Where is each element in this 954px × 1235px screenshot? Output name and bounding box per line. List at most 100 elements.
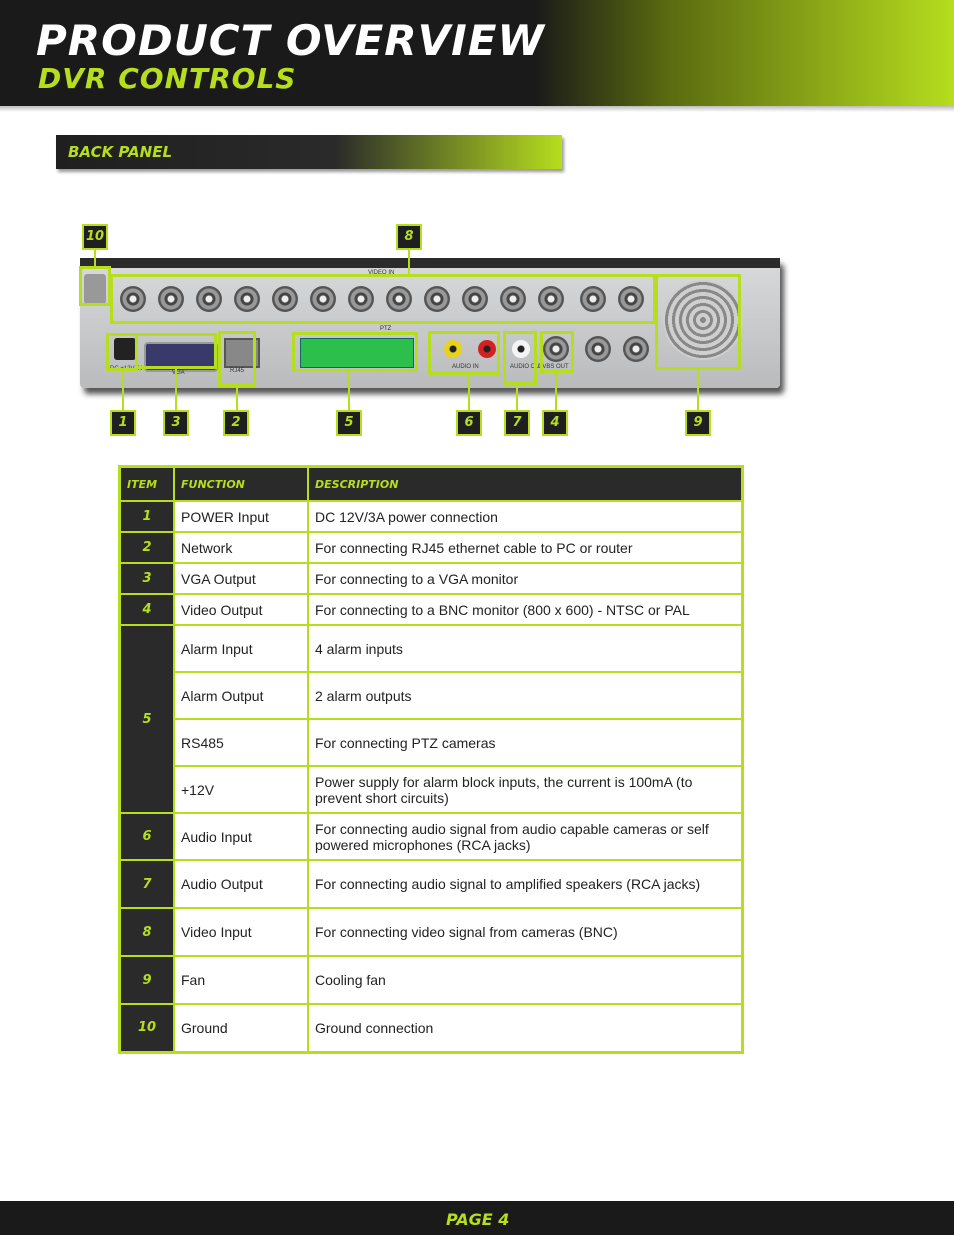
function-cell: Video Input: [173, 907, 309, 957]
section-heading: BACK PANEL: [56, 135, 562, 169]
bnc-connector: [462, 286, 488, 312]
highlight-vga: [135, 333, 217, 369]
leader-line: [122, 370, 124, 410]
description-cell: For connecting video signal from cameras…: [307, 907, 744, 957]
page-footer: PAGE 4: [0, 1201, 954, 1235]
function-cell: Video Output: [173, 593, 309, 626]
function-cell: Audio Output: [173, 859, 309, 909]
callout-9: 9: [685, 410, 711, 436]
highlight-ground: [79, 266, 111, 306]
highlight-audio-in: [428, 331, 500, 375]
item-number: 7: [118, 859, 175, 909]
callout-4: 4: [542, 410, 568, 436]
vga-label: VGA: [172, 370, 185, 376]
bnc-out-connector: [543, 336, 569, 362]
table-row: Alarm Output 2 alarm outputs: [120, 671, 744, 720]
chassis-top-strip: [80, 258, 780, 268]
table-row: 6 Audio Input For connecting audio signa…: [118, 812, 744, 861]
header-description: DESCRIPTION: [307, 465, 744, 502]
leader-line: [468, 374, 470, 410]
item-number: 8: [118, 907, 175, 957]
bnc-connector: [580, 286, 606, 312]
leader-line: [408, 250, 410, 276]
bnc-connector: [234, 286, 260, 312]
bnc-connector: [310, 286, 336, 312]
bnc-connector: [623, 336, 649, 362]
description-cell: Cooling fan: [307, 955, 744, 1005]
header-function: FUNCTION: [173, 465, 309, 502]
item-number: 2: [118, 531, 175, 564]
leader-line: [348, 371, 350, 410]
description-cell: For connecting audio signal to amplified…: [307, 859, 744, 909]
audio-in-jack: [478, 340, 496, 358]
leader-line: [555, 372, 557, 410]
table-row: 4 Video Output For connecting to a BNC m…: [118, 593, 744, 626]
dc-jack: [114, 338, 136, 360]
page-subtitle: DVR CONTROLS: [38, 62, 297, 95]
callout-7: 7: [504, 410, 530, 436]
function-cell: Audio Input: [173, 812, 309, 861]
table-row: 8 Video Input For connecting video signa…: [118, 907, 744, 957]
header-item: ITEM: [118, 465, 175, 502]
bnc-connector: [272, 286, 298, 312]
table-row: 2 Network For connecting RJ45 ethernet c…: [118, 531, 744, 564]
table-row: +12V Power supply for alarm block inputs…: [120, 765, 744, 814]
fan-grille: [663, 280, 743, 360]
ground-screw: [84, 274, 106, 304]
callout-5: 5: [336, 410, 362, 436]
bnc-connector: [424, 286, 450, 312]
section-title: BACK PANEL: [68, 143, 173, 161]
item-number: 9: [118, 955, 175, 1005]
leader-line: [516, 384, 518, 410]
function-cell: POWER Input: [173, 500, 309, 533]
table-row: 9 Fan Cooling fan: [118, 955, 744, 1005]
highlight-alarm-block: [292, 332, 418, 372]
item-number: 1: [118, 500, 175, 533]
cvbs-label: CVBS OUT: [538, 364, 569, 370]
table-row: 5 Alarm Input 4 alarm inputs: [118, 624, 744, 814]
table-header-row: ITEM FUNCTION DESCRIPTION: [118, 465, 744, 502]
video-in-label: VIDEO IN: [368, 270, 395, 276]
function-cell: Alarm Output: [173, 671, 309, 720]
function-cell: RS485: [173, 718, 309, 767]
item-number: 4: [118, 593, 175, 626]
callout-3: 3: [163, 410, 189, 436]
bnc-connector: [500, 286, 526, 312]
callout-2: 2: [223, 410, 249, 436]
callout-1: 1: [110, 410, 136, 436]
item-number: 3: [118, 562, 175, 595]
bnc-connector: [120, 286, 146, 312]
bnc-connector: [348, 286, 374, 312]
callout-6: 6: [456, 410, 482, 436]
highlight-audio-out: [503, 331, 537, 385]
audio-out-jack: [512, 340, 530, 358]
header-shadow: [0, 106, 954, 112]
description-cell: DC 12V/3A power connection: [307, 500, 744, 533]
highlight-video-in: [110, 274, 656, 324]
description-cell: For connecting RJ45 ethernet cable to PC…: [307, 531, 744, 564]
bnc-connector: [386, 286, 412, 312]
bnc-connector: [158, 286, 184, 312]
description-cell: Power supply for alarm block inputs, the…: [307, 765, 744, 814]
highlight-dc: [106, 333, 138, 371]
callout-10: 10: [82, 224, 108, 250]
ptz-label: PTZ: [380, 326, 392, 332]
audio-in-jack: [444, 340, 462, 358]
description-cell: For connecting PTZ cameras: [307, 718, 744, 767]
description-cell: For connecting to a BNC monitor (800 x 6…: [307, 593, 744, 626]
description-cell: For connecting audio signal from audio c…: [307, 812, 744, 861]
leader-line: [697, 369, 699, 410]
function-cell: Fan: [173, 955, 309, 1005]
table-row: 1 POWER Input DC 12V/3A power connection: [118, 500, 744, 533]
function-cell: Network: [173, 531, 309, 564]
table-row: 3 VGA Output For connecting to a VGA mon…: [118, 562, 744, 595]
bnc-connector: [618, 286, 644, 312]
audio-in-label: AUDIO IN: [452, 364, 479, 370]
description-cell: For connecting to a VGA monitor: [307, 562, 744, 595]
description-cell: 2 alarm outputs: [307, 671, 744, 720]
page-header: PRODUCT OVERVIEW DVR CONTROLS: [0, 0, 954, 112]
function-cell: Alarm Input: [173, 624, 309, 673]
item-number: 10: [118, 1003, 175, 1053]
leader-line: [94, 250, 96, 268]
table-row: 7 Audio Output For connecting audio sign…: [118, 859, 744, 909]
